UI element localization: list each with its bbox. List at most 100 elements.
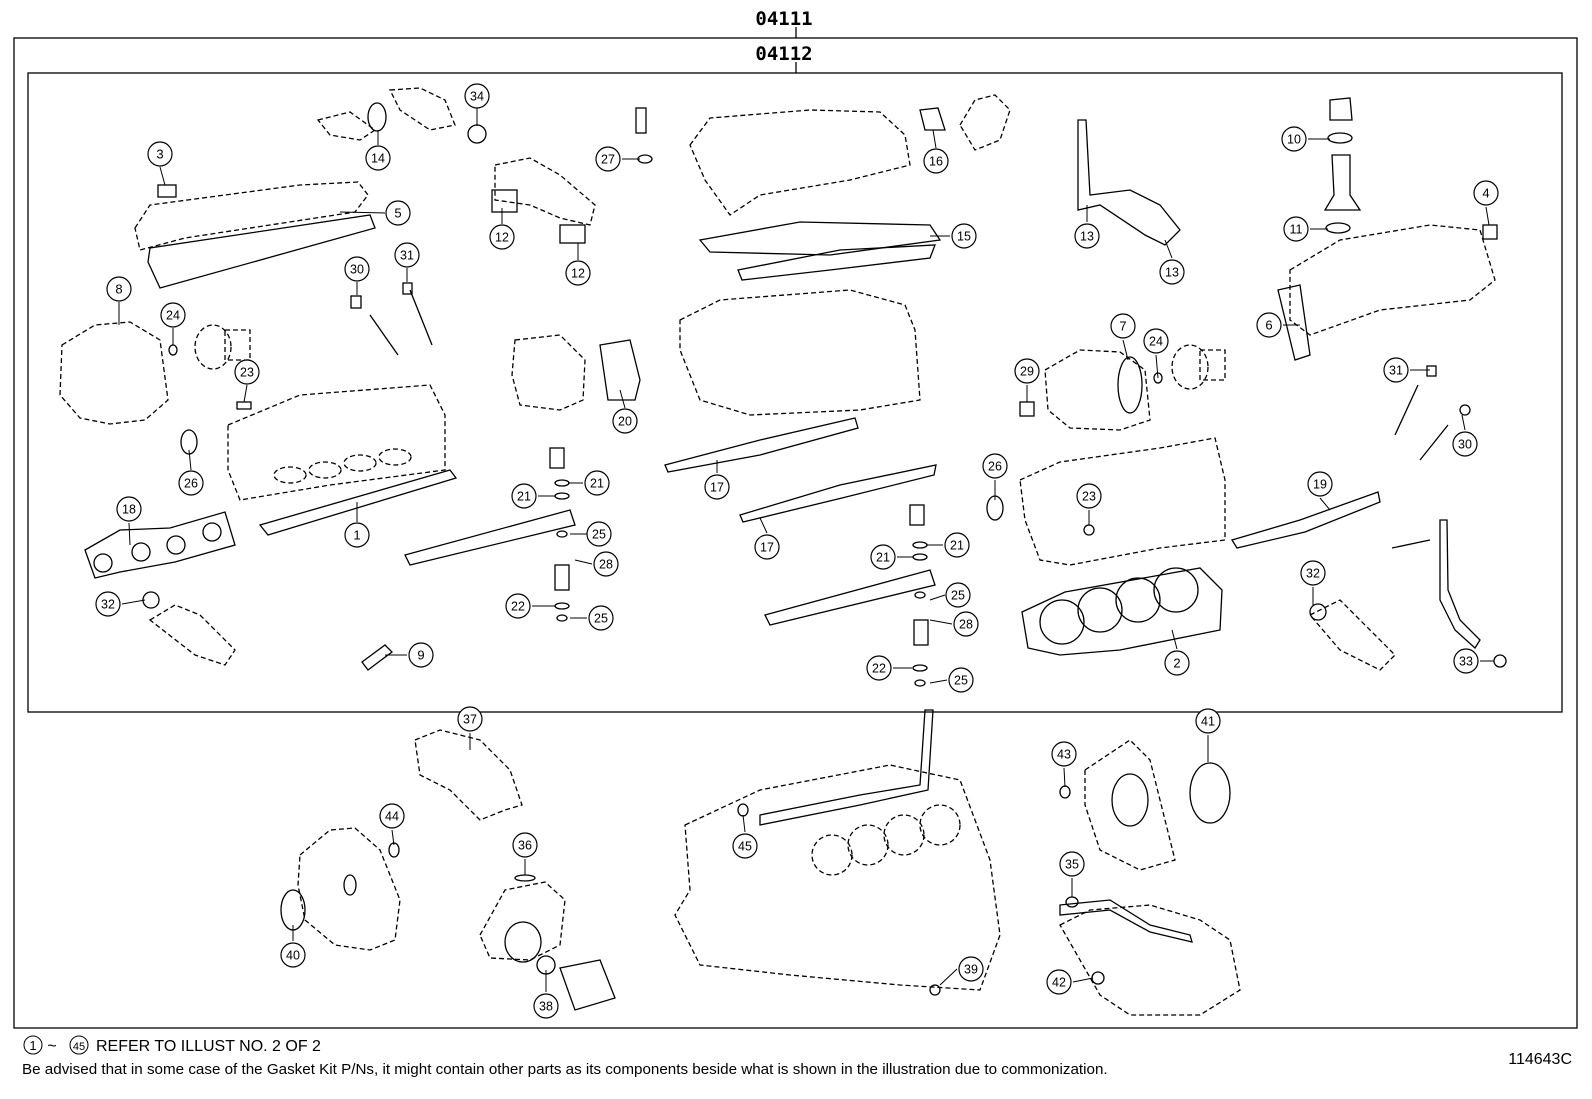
callout-number: 22 bbox=[511, 600, 525, 614]
callout-circle bbox=[870, 544, 896, 570]
callout-30: 30 bbox=[1452, 431, 1478, 457]
callout-45: 45 bbox=[732, 833, 758, 859]
callout-number: 34 bbox=[470, 90, 484, 104]
callout-number: 21 bbox=[950, 539, 964, 553]
callout-circle bbox=[489, 224, 515, 250]
callout-13: 13 bbox=[1159, 259, 1185, 285]
callout-circle bbox=[595, 146, 621, 172]
callout-circle bbox=[951, 223, 977, 249]
callout-circle bbox=[1143, 328, 1169, 354]
callout-number: 10 bbox=[1287, 133, 1301, 147]
callout-number: 41 bbox=[1201, 715, 1215, 729]
callout-number: 25 bbox=[594, 612, 608, 626]
cylinder-block-upper bbox=[1019, 437, 1226, 566]
drawing-number: 114643C bbox=[1508, 1051, 1572, 1068]
callout-number: 23 bbox=[1082, 490, 1096, 504]
oil-cap bbox=[157, 184, 177, 198]
callout-11: 11 bbox=[1283, 216, 1309, 242]
callout-number: 12 bbox=[571, 267, 585, 281]
callout-circle bbox=[457, 706, 483, 732]
callout-circle bbox=[1074, 223, 1100, 249]
callout-17: 17 bbox=[704, 474, 730, 500]
callout-18: 18 bbox=[116, 496, 142, 522]
callout-26: 26 bbox=[178, 470, 204, 496]
callout-circle bbox=[379, 803, 405, 829]
callout-number: 18 bbox=[122, 503, 136, 517]
callout-circle bbox=[1281, 126, 1307, 152]
callout-circle bbox=[178, 470, 204, 496]
callout-circle bbox=[1110, 313, 1136, 339]
callout-number: 40 bbox=[286, 949, 300, 963]
callout-number: 27 bbox=[601, 153, 615, 167]
callout-26: 26 bbox=[982, 453, 1008, 479]
callout-number: 32 bbox=[1306, 567, 1320, 581]
callout-circle bbox=[464, 83, 490, 109]
callout-8: 8 bbox=[106, 276, 132, 302]
callout-circle bbox=[533, 993, 559, 1019]
callout-number: 24 bbox=[1149, 335, 1163, 349]
callout-number: 17 bbox=[710, 481, 724, 495]
callout-number: 24 bbox=[166, 309, 180, 323]
intake-manifold bbox=[679, 289, 921, 416]
callout-number: 38 bbox=[539, 1000, 553, 1014]
cylinder-head-left bbox=[227, 384, 446, 501]
callout-circle bbox=[923, 148, 949, 174]
callout-37: 37 bbox=[457, 706, 483, 732]
callout-28: 28 bbox=[953, 611, 979, 637]
callout-number: 37 bbox=[463, 713, 477, 727]
callout-28: 28 bbox=[593, 551, 619, 577]
callout-number: 16 bbox=[929, 155, 943, 169]
valve-cover-right bbox=[1289, 224, 1496, 336]
callout-21: 21 bbox=[511, 483, 537, 509]
callout-circle bbox=[1076, 483, 1102, 509]
callout-number: 9 bbox=[417, 648, 424, 663]
callout-number: 25 bbox=[592, 528, 606, 542]
callout-number: 28 bbox=[599, 558, 613, 572]
callout-circle bbox=[344, 256, 370, 282]
callout-circle bbox=[280, 942, 306, 968]
callout-31: 31 bbox=[1383, 357, 1409, 383]
callout-circle bbox=[584, 470, 610, 496]
callout-number: 42 bbox=[1052, 976, 1066, 990]
callout-number: 43 bbox=[1057, 748, 1071, 762]
exhaust-gasket-left bbox=[84, 511, 236, 579]
callout-number: 30 bbox=[1458, 438, 1472, 452]
callout-circle bbox=[1283, 216, 1309, 242]
callout-number: 36 bbox=[518, 839, 532, 853]
callout-circle bbox=[234, 359, 260, 385]
callout-number: 33 bbox=[1459, 655, 1473, 669]
callout-number: 21 bbox=[517, 490, 531, 504]
callout-number: 31 bbox=[400, 249, 414, 263]
callout-circle bbox=[953, 611, 979, 637]
callout-circle bbox=[1051, 741, 1077, 767]
callout-layer: 3341458243031232618132912122720212125282… bbox=[95, 83, 1499, 1019]
callout-circle bbox=[408, 642, 434, 668]
callout-10: 10 bbox=[1281, 126, 1307, 152]
callout-number: 4 bbox=[1482, 186, 1489, 201]
callout-number: 13 bbox=[1165, 266, 1179, 280]
callout-number: 13 bbox=[1080, 230, 1094, 244]
callout-number: 23 bbox=[240, 366, 254, 380]
callout-25: 25 bbox=[948, 667, 974, 693]
callout-number: 32 bbox=[101, 598, 115, 612]
callout-44: 44 bbox=[379, 803, 405, 829]
callout-circle bbox=[944, 532, 970, 558]
callout-circle bbox=[866, 655, 892, 681]
engine-block bbox=[674, 764, 1001, 991]
callout-number: 8 bbox=[115, 282, 122, 297]
callout-number: 28 bbox=[959, 618, 973, 632]
callout-17: 17 bbox=[754, 534, 780, 560]
callout-25: 25 bbox=[586, 521, 612, 547]
callout-31: 31 bbox=[394, 242, 420, 268]
callout-number: 15 bbox=[957, 230, 971, 244]
callout-30: 30 bbox=[344, 256, 370, 282]
kit-frames bbox=[13, 27, 1578, 1029]
callout-20: 20 bbox=[612, 408, 638, 434]
small-parts bbox=[142, 124, 1507, 996]
callout-41: 41 bbox=[1195, 708, 1221, 734]
callout-circle bbox=[1383, 357, 1409, 383]
callout-12: 12 bbox=[565, 260, 591, 286]
callout-14: 14 bbox=[365, 145, 391, 171]
callout-number: 11 bbox=[1290, 223, 1303, 237]
